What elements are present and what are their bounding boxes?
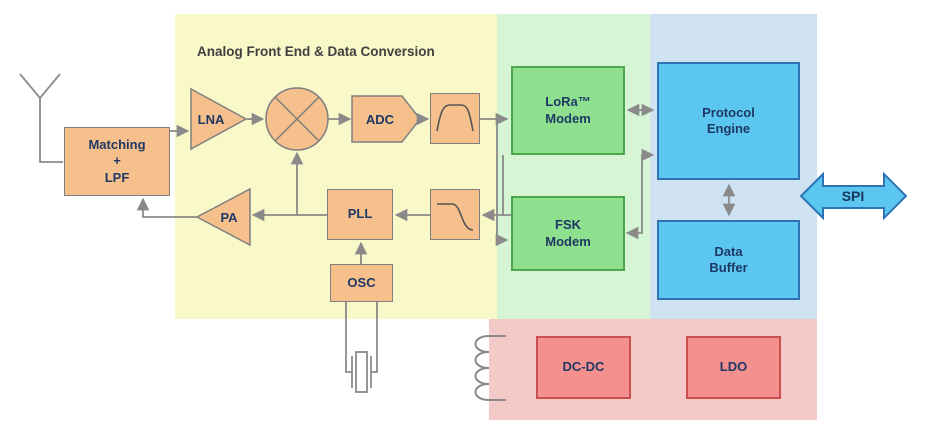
lora-modem-block: LoRa™ Modem: [511, 66, 625, 155]
pll-block: PLL: [327, 189, 393, 240]
fsk-modem-label-line1: FSK: [555, 217, 581, 233]
protocol-engine-label-line2: Engine: [706, 121, 751, 136]
dcdc-label: DC-DC: [562, 359, 605, 375]
antenna-icon: [19, 73, 63, 163]
lora-modem-label-line1: LoRa™: [545, 94, 591, 110]
data-buffer-block: Data Buffer: [657, 220, 800, 300]
dcdc-block: DC-DC: [536, 336, 631, 399]
pa-label: PA: [220, 210, 238, 225]
osc-label: OSC: [347, 274, 376, 290]
pll-label: PLL: [347, 206, 373, 222]
matching-label-line2: +: [113, 153, 121, 169]
ldo-label: LDO: [719, 359, 748, 375]
data-buffer-label-line2: Buffer: [709, 260, 748, 275]
spi-label: SPI: [841, 188, 865, 204]
osc-block: OSC: [330, 264, 393, 302]
fsk-modem-block: FSK Modem: [511, 196, 625, 271]
adc-label: ADC: [365, 112, 395, 127]
afe-region-title: Analog Front End & Data Conversion: [197, 44, 435, 59]
tx-filter-block: [430, 189, 480, 240]
matching-label-line1: Matching: [88, 137, 146, 153]
fsk-modem-label-line2: Modem: [545, 233, 591, 249]
rx-filter-block: [430, 93, 480, 144]
region-modems: [497, 14, 650, 319]
data-buffer-label-line1: Data: [714, 243, 743, 259]
lna-label: LNA: [197, 112, 225, 127]
matching-lpf-block: Matching + LPF: [64, 127, 170, 196]
matching-label-line3: LPF: [104, 169, 130, 185]
lora-modem-label-line2: Modem: [545, 110, 591, 126]
ldo-block: LDO: [686, 336, 781, 399]
protocol-engine-label-line1: Protocol: [702, 104, 755, 120]
protocol-engine-block: Protocol Engine: [657, 62, 800, 180]
